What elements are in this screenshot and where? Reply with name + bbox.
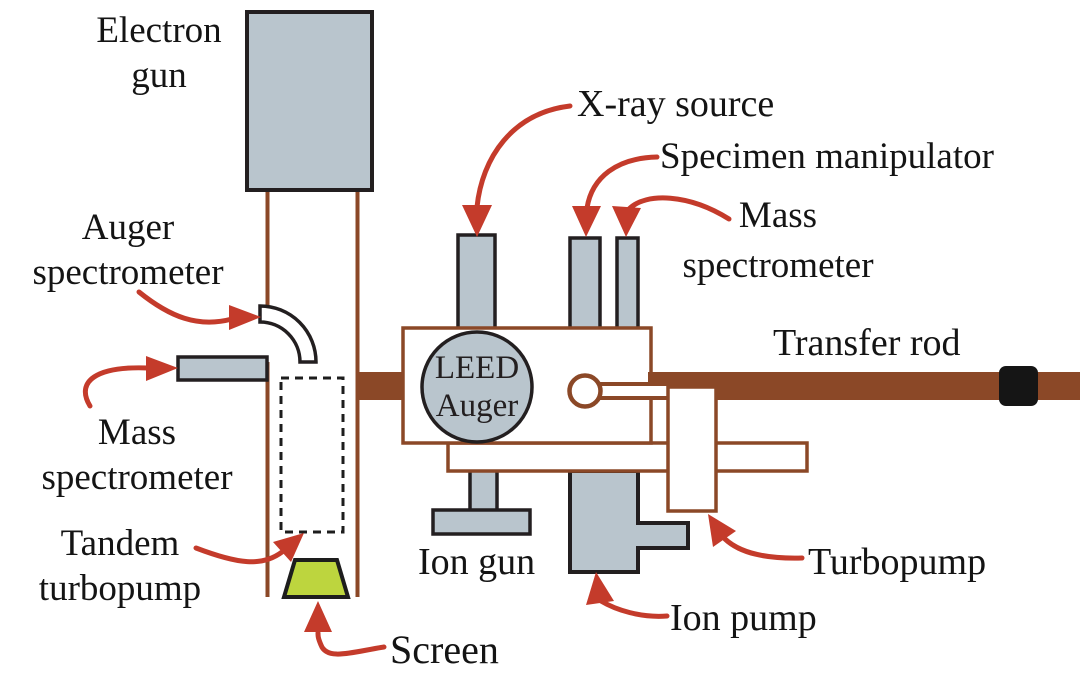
turbopump-housing	[666, 385, 718, 513]
tandem-turbopump-arrowhead	[273, 533, 304, 562]
label-ion-pump: Ion pump	[670, 597, 817, 639]
specimen-manipulator-rod	[568, 236, 602, 336]
turbopump-arrowhead	[708, 514, 736, 547]
transfer-rod-left-segment	[356, 372, 404, 400]
xray-source-arrow	[474, 103, 573, 210]
screen-arrowhead	[304, 601, 332, 632]
pump-manifold-arm	[446, 441, 809, 473]
ion-pump-body	[568, 469, 690, 574]
mass-spectrometer-right-arrow	[626, 195, 732, 222]
xray-source-arrowhead	[462, 205, 492, 237]
label-electron-gun: Electron gun	[96, 10, 222, 96]
label-specimen-manipulator: Specimen manipulator	[660, 136, 994, 177]
label-turbopump: Turbopump	[808, 541, 987, 583]
mass-spectrometer-right-arrowhead	[612, 206, 641, 237]
mass-spectrometer-right-rod	[615, 236, 640, 336]
mass-spectrometer-left-arrow	[82, 365, 151, 409]
auger-spectrometer-arrow	[136, 289, 235, 325]
turbopump-arrow	[722, 536, 805, 561]
label-xray-source: X-ray source	[577, 83, 775, 125]
ion-pump-arrowhead	[586, 572, 614, 605]
tandem-turbopump-outline	[279, 376, 345, 534]
screen-shape	[281, 558, 351, 599]
screen-arrow	[315, 630, 387, 657]
label-tandem-turbopump: Tandem turbopump	[38, 523, 202, 609]
electron-gun-body	[245, 10, 374, 192]
specimen-manipulator-arrowhead	[572, 206, 601, 237]
specimen-manipulator-arrow	[584, 154, 660, 211]
sample-holder-ring	[567, 373, 603, 409]
label-mass-spectrometer-right: Mass spectrometer	[682, 195, 874, 286]
label-ion-gun: Ion gun	[418, 541, 536, 583]
ion-pump-arrow	[598, 598, 670, 619]
label-auger-spectrometer: Auger spectrometer	[32, 207, 224, 293]
sample-fork-slot	[598, 386, 673, 396]
label-mass-spectrometer-left: Mass spectrometer	[41, 412, 233, 498]
mass-spectrometer-left-arrowhead	[146, 356, 178, 381]
label-transfer-rod: Transfer rod	[773, 322, 961, 364]
transfer-rod-handle	[999, 366, 1038, 406]
label-screen: Screen	[390, 627, 499, 672]
mass-spectrometer-left-port	[176, 355, 269, 382]
ion-gun-stem	[468, 466, 499, 514]
leed-auger-screen	[420, 330, 534, 444]
xray-source-tube	[456, 233, 497, 336]
auger-analyzer-arc	[258, 304, 318, 364]
label-leed-auger: LEED Auger	[434, 350, 520, 424]
ion-gun-base	[431, 508, 532, 536]
tandem-turbopump-arrow	[193, 545, 285, 565]
auger-spectrometer-arrowhead	[229, 305, 261, 330]
